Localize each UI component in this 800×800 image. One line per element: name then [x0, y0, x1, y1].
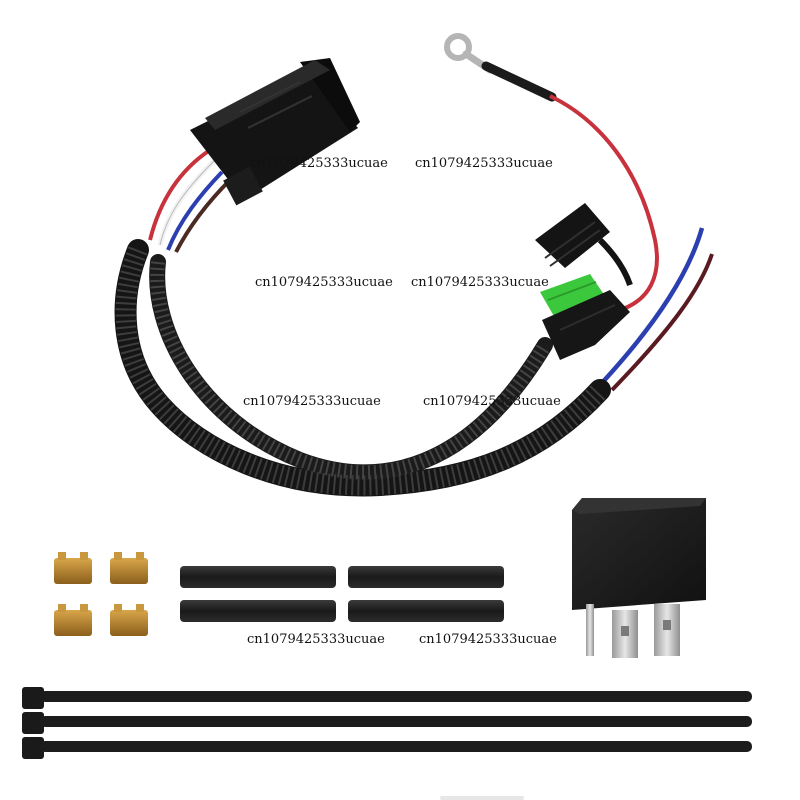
blue-wire	[598, 227, 705, 387]
fuse-holder	[535, 203, 633, 360]
connector-wires	[148, 148, 232, 253]
cable-ties	[22, 687, 752, 759]
cable-loom	[114, 239, 611, 497]
watermark-text: cn1079425333ucuae	[423, 394, 561, 409]
heat-shrink-tubes	[180, 566, 504, 622]
copper-connectors	[54, 552, 148, 636]
bottom-scroll-hint	[440, 796, 524, 800]
watermark-text: cn1079425333ucuae	[255, 275, 393, 290]
relay	[572, 498, 706, 658]
watermark-text: cn1079425333ucuae	[415, 156, 553, 171]
watermark-text: cn1079425333ucuae	[419, 632, 557, 647]
watermark-text: cn1079425333ucuae	[411, 275, 549, 290]
watermark-text: cn1079425333ucuae	[243, 394, 381, 409]
watermark-text: cn1079425333ucuae	[247, 632, 385, 647]
harness-connector	[190, 58, 360, 206]
ring-terminal	[444, 33, 557, 102]
red-wire	[549, 94, 659, 312]
watermark-text: cn1079425333ucuae	[250, 156, 388, 171]
dark-red-wire	[610, 253, 714, 392]
